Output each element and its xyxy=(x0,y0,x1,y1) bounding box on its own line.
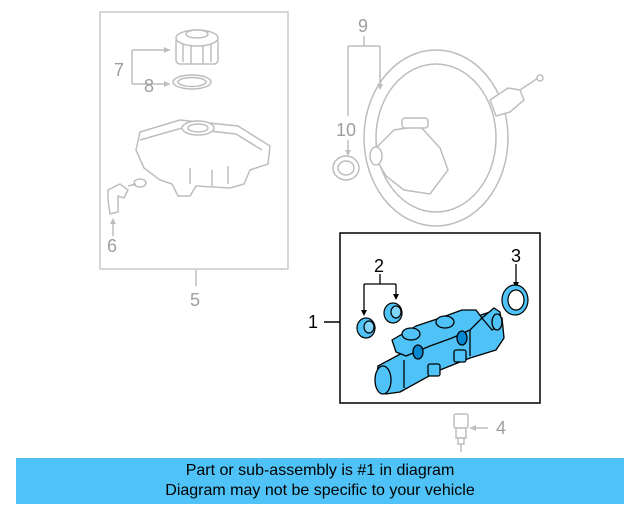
reservoir-group-box xyxy=(99,11,289,270)
callout-2: 2 xyxy=(374,256,384,276)
callout-4: 4 xyxy=(496,418,506,438)
brake-booster xyxy=(363,49,544,227)
reservoir-seal xyxy=(172,74,212,90)
reservoir-tank xyxy=(133,119,271,197)
level-sensor xyxy=(107,183,137,215)
callout-7: 7 xyxy=(114,60,124,80)
callout-5: 5 xyxy=(190,290,200,310)
o-ring-seal xyxy=(501,284,529,316)
pressure-sensor xyxy=(453,413,488,452)
callout-3: 3 xyxy=(511,246,521,266)
master-cylinder-group-box xyxy=(339,232,541,404)
callout-1: 1 xyxy=(308,312,318,332)
banner-line-1: Part or sub-assembly is #1 in diagram xyxy=(185,462,455,479)
reservoir-grommet-2 xyxy=(356,317,376,339)
booster-leaders xyxy=(347,36,381,154)
callout-10: 10 xyxy=(336,120,356,140)
info-banner: Part or sub-assembly is #1 in diagram Di… xyxy=(16,458,624,504)
booster-grommet xyxy=(332,155,360,181)
master-cylinder xyxy=(374,307,505,395)
banner-line-2: Diagram may not be specific to your vehi… xyxy=(165,482,475,499)
callout-9: 9 xyxy=(358,16,368,36)
reservoir-cap xyxy=(175,29,219,65)
reservoir-grommet-1 xyxy=(383,302,403,324)
parts-diagram: 7 8 6 5 9 10 4 1 xyxy=(99,11,544,452)
callout-8: 8 xyxy=(144,76,154,96)
callout-6: 6 xyxy=(107,236,117,256)
